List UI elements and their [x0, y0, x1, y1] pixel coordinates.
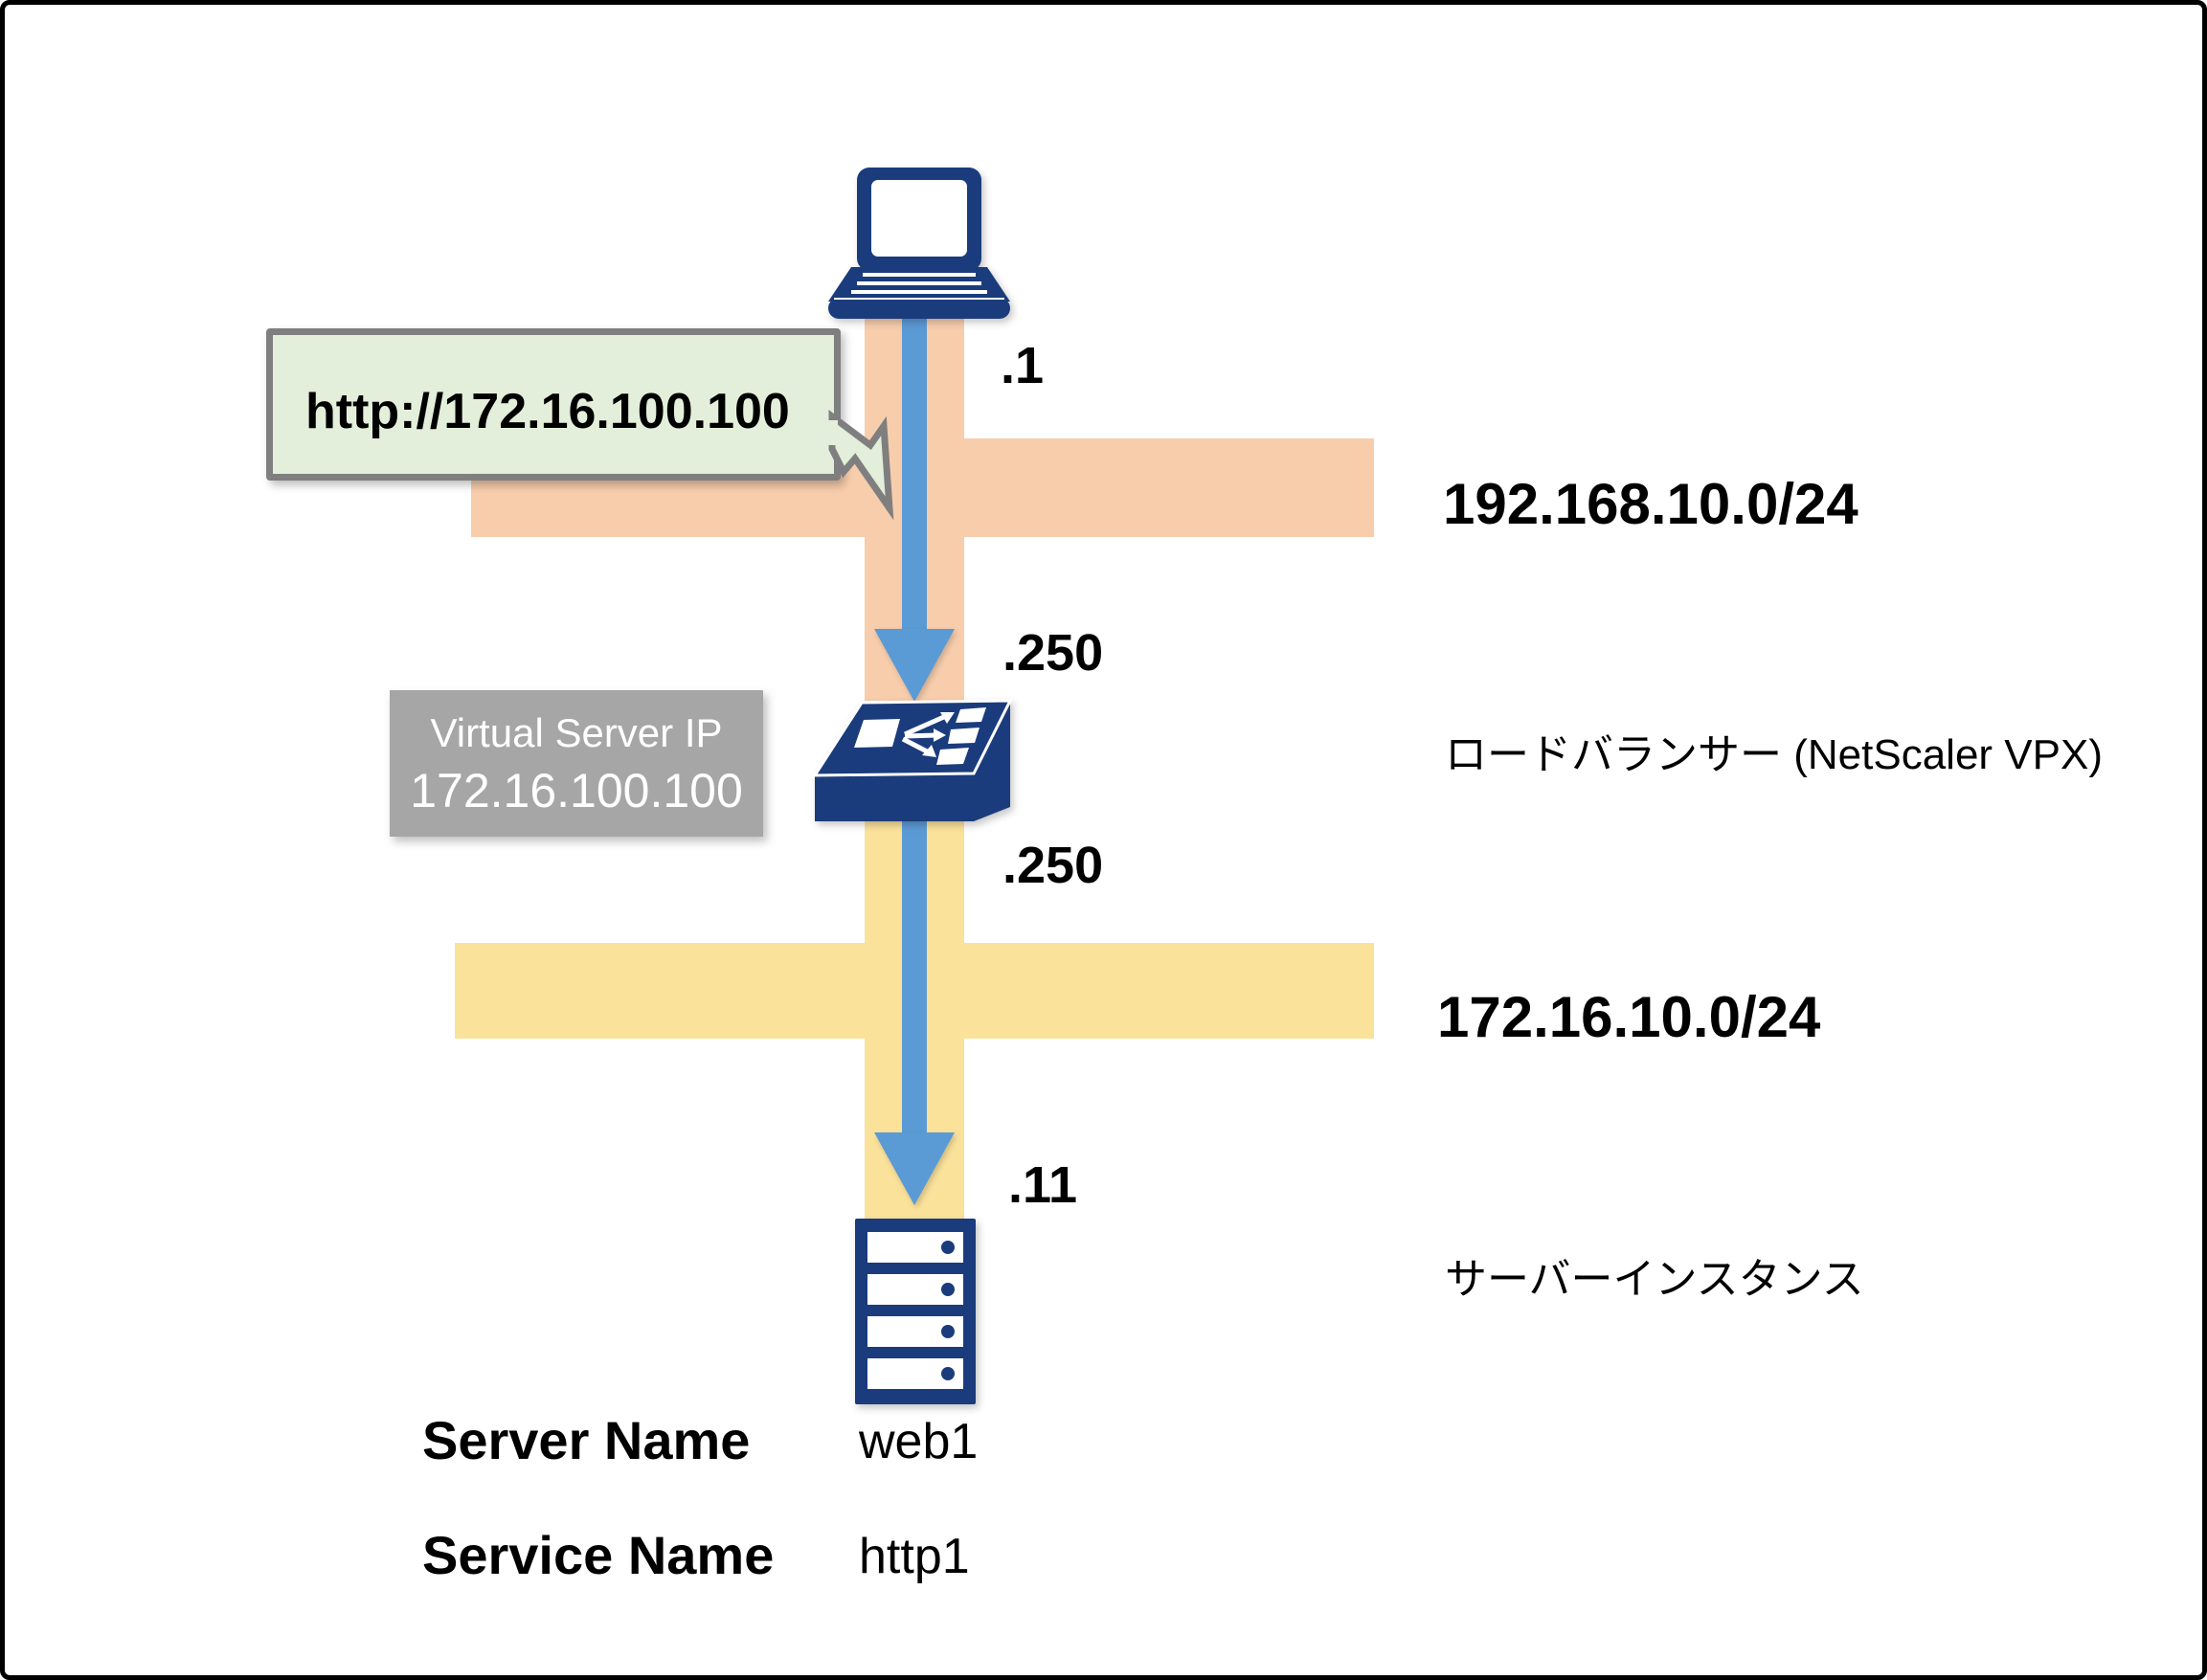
virtual-server-ip-title: Virtual Server IP [430, 710, 723, 755]
service-name-value: http1 [859, 1529, 970, 1584]
client-request-bubble: http://172.16.100.100 [266, 328, 841, 481]
down-arrow-head-icon [874, 629, 955, 702]
server-icon [855, 1219, 976, 1404]
server-instance-label: サーバーインスタンス [1445, 1256, 1864, 1303]
virtual-server-ip-box: Virtual Server IP 172.16.100.100 [390, 690, 763, 837]
frontend-network-cidr-label: 192.168.10.0/24 [1443, 472, 1858, 536]
server-name-key: Server Name [422, 1410, 751, 1470]
down-arrow-head-icon [874, 1132, 955, 1205]
client-request-url: http://172.16.100.100 [305, 383, 790, 439]
backend-network-cidr-label: 172.16.10.0/24 [1437, 985, 1821, 1049]
service-name-key: Service Name [422, 1525, 775, 1585]
load-balancer-icon [812, 699, 1013, 821]
down-arrow-icon [902, 318, 927, 630]
speech-bubble-tail [828, 410, 894, 521]
virtual-server-ip-address: 172.16.100.100 [410, 764, 743, 818]
load-balancer-label: ロードバランサー (NetScaler VPX) [1445, 731, 2103, 778]
lb-frontend-interface-label: .250 [1002, 624, 1104, 682]
down-arrow-icon [902, 821, 927, 1133]
lb-backend-interface-label: .250 [1002, 837, 1104, 894]
client-interface-label: .1 [1001, 337, 1045, 394]
laptop-icon [828, 168, 1010, 319]
server-interface-label: .11 [1008, 1156, 1078, 1214]
server-name-value: web1 [859, 1414, 979, 1469]
